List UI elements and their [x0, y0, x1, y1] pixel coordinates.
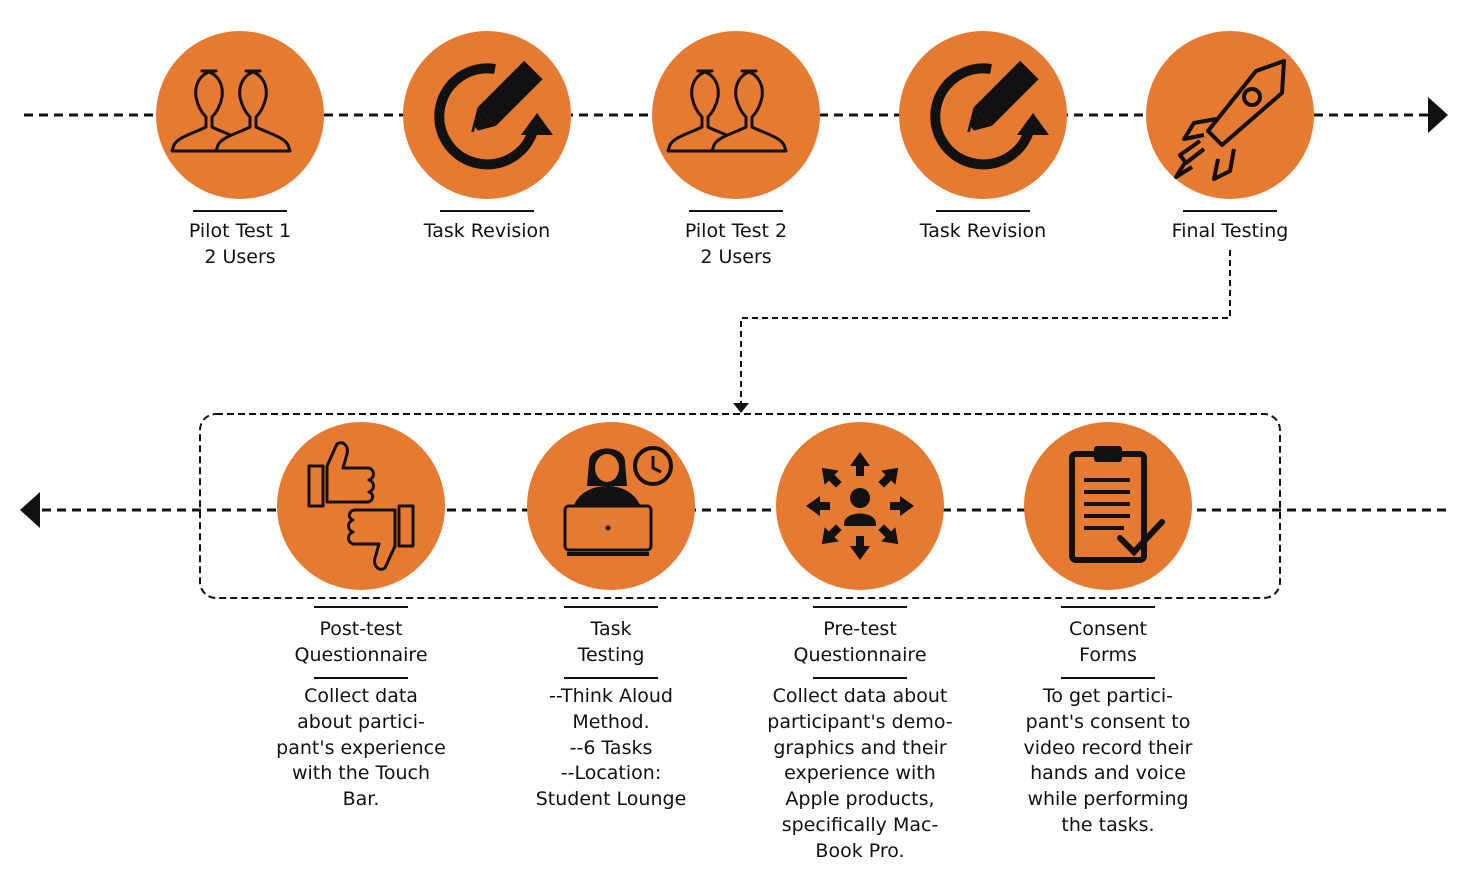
step-label-rule-top — [314, 606, 408, 608]
step-description-line: while performing — [1027, 788, 1189, 811]
step-description-line: video record their — [1023, 736, 1193, 759]
step-label-line: 2 Users — [204, 246, 276, 268]
step-description-line: experience with — [784, 762, 936, 785]
step-description-line: --Think Aloud — [549, 685, 673, 707]
edit-cycle-icon — [434, 60, 553, 170]
step-label: Final Testing — [1130, 218, 1330, 244]
step-description-line: participant's demo- — [767, 710, 953, 733]
step-circle — [156, 31, 324, 199]
clipboard-check-icon — [1069, 446, 1165, 563]
step-description-line: pant's experience — [276, 736, 446, 759]
step-label: Pilot Test 1 2 Users — [140, 218, 340, 270]
step-circle — [1146, 31, 1314, 199]
step-label-line: Task Revision — [423, 220, 551, 242]
step-label-rule — [689, 210, 783, 212]
step-label-line: Forms — [1079, 644, 1137, 666]
bottom-timeline-arrowhead — [20, 492, 40, 528]
step-description-line: --6 Tasks — [569, 736, 653, 759]
step-label-rule — [440, 210, 534, 212]
step-circle — [899, 31, 1067, 199]
step-description-line: the tasks. — [1061, 813, 1155, 836]
step-description-line: hands and voice — [1030, 762, 1186, 785]
step-label-line: 2 Users — [700, 246, 772, 268]
step-label: Task Revision — [883, 218, 1083, 244]
step-label-rule-bottom — [564, 677, 658, 679]
step-description-line: pant's consent to — [1025, 710, 1191, 733]
users-icon — [170, 69, 292, 153]
step-circle — [1024, 422, 1192, 590]
step-description-line: graphics and their — [773, 736, 947, 759]
step-circle — [403, 31, 571, 199]
step-label-rule-top — [813, 606, 907, 608]
step-label-rule — [193, 210, 287, 212]
step-label-line: Questionnaire — [793, 644, 927, 666]
step-label-rule-top — [564, 606, 658, 608]
testing-session-group-box — [199, 413, 1281, 599]
step-description: Collect data about partici-pant's experie… — [246, 684, 476, 813]
step-description-line: about partici- — [297, 710, 425, 733]
step-label-rule-bottom — [314, 677, 408, 679]
rocket-icon — [1174, 59, 1286, 181]
step-label-line: Pre-test — [823, 618, 897, 640]
step-description-line: To get partici- — [1042, 685, 1174, 707]
person-arrows-icon — [806, 452, 914, 560]
step-description-line: Collect data — [304, 685, 418, 707]
step-description-line: Method. — [572, 710, 650, 733]
step-description-line: Apple products, — [785, 788, 935, 811]
step-label-line: Consent — [1068, 618, 1147, 640]
step-label-rule-bottom — [813, 677, 907, 679]
top-timeline-arrowhead — [1428, 97, 1448, 133]
step-label: Task Revision — [387, 218, 587, 244]
step-description-line: --Location: — [560, 762, 662, 785]
step-label-line: Task — [590, 618, 632, 640]
step-circle — [527, 422, 695, 590]
person-laptop-clock-icon — [563, 446, 673, 556]
step-label-rule-bottom — [1061, 677, 1155, 679]
final-to-group-connector — [740, 250, 1231, 404]
step-label-line: Pilot Test 2 — [684, 220, 788, 242]
step-label-line: Pilot Test 1 — [188, 220, 292, 242]
step-label-line: Testing — [577, 644, 645, 666]
step-description-line: Book Pro. — [815, 839, 905, 862]
step-label-line: Post-test — [319, 618, 403, 640]
step-label-rule — [936, 210, 1030, 212]
group-entry-arrowhead — [733, 403, 749, 413]
step-circle — [277, 422, 445, 590]
step-label: Pilot Test 2 2 Users — [636, 218, 836, 270]
step-label-line: Task Revision — [919, 220, 1047, 242]
step-circle — [776, 422, 944, 590]
step-circle — [652, 31, 820, 199]
step-label-rule — [1183, 210, 1277, 212]
step-description: To get partici-pant's consent to video re… — [993, 684, 1223, 839]
step-label-rule-top — [1061, 606, 1155, 608]
step-description-line: specifically Mac- — [781, 813, 939, 836]
step-description-line: Student Lounge — [535, 788, 687, 811]
thumbs-up-down-icon — [307, 441, 415, 571]
step-label-line: Questionnaire — [294, 644, 428, 666]
step-description-line: Collect data about — [772, 685, 948, 707]
users-icon — [666, 69, 788, 153]
step-description-line: with the Touch — [291, 762, 431, 785]
step-description: Collect data about participant's demo-gra… — [745, 684, 975, 865]
step-description-line: Bar. — [342, 788, 380, 811]
edit-cycle-icon — [930, 60, 1049, 170]
step-label-line: Final Testing — [1171, 220, 1289, 242]
